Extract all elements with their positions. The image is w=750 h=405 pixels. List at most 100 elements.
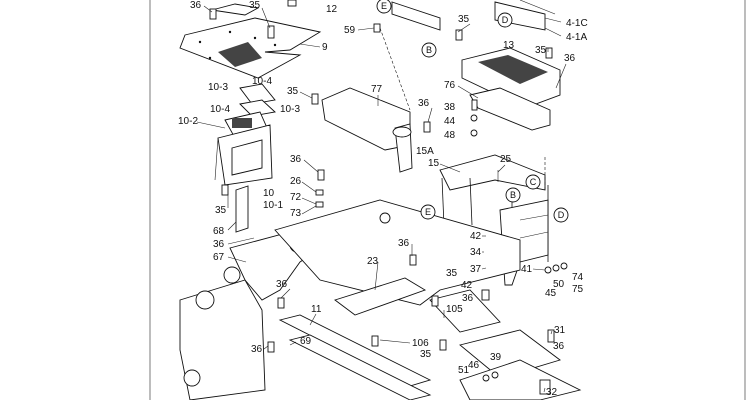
pivot-left xyxy=(223,266,241,284)
part-label: 45 xyxy=(545,288,557,299)
part-label: 106 xyxy=(412,338,429,349)
leader-line xyxy=(457,85,479,99)
cover-10-4 xyxy=(239,83,276,105)
duct-opening xyxy=(392,126,412,138)
part-label: 36 xyxy=(553,341,565,352)
rail-69 xyxy=(288,334,432,401)
svg-text:D: D xyxy=(558,210,565,220)
washer-48 xyxy=(470,129,478,137)
part-label: 10-3 xyxy=(208,82,228,93)
part-label: 37 xyxy=(470,264,482,275)
bolt-36-top xyxy=(209,8,217,20)
callout-circle: E xyxy=(420,204,436,220)
washer-41 xyxy=(544,266,552,274)
leader-line xyxy=(196,121,226,129)
part-label: 12 xyxy=(326,4,338,15)
part-label: 15A xyxy=(416,146,434,157)
clip-26 xyxy=(315,189,324,196)
part-label: 42 xyxy=(461,280,473,291)
chassis-boss-lower xyxy=(183,369,201,387)
leader-line xyxy=(532,268,546,271)
part-label: 35 xyxy=(287,86,299,97)
part-label: 73 xyxy=(290,208,302,219)
part-labels: 36 35 12 9 10-4 10-3 10-4 10-3 10-2 10 1… xyxy=(178,0,588,398)
svg-text:D: D xyxy=(502,15,509,25)
leader-line xyxy=(544,17,562,23)
panel-13-grille xyxy=(478,55,548,84)
part-label: 36 xyxy=(276,279,288,290)
part-label: 4-1C xyxy=(566,18,588,29)
box-edge xyxy=(214,137,219,181)
leader-line xyxy=(227,237,255,245)
bolt-42-lower xyxy=(481,289,490,301)
part-label: 36 xyxy=(418,98,430,109)
leader-line xyxy=(227,256,247,263)
leader-line xyxy=(427,107,433,123)
rail-11 xyxy=(278,314,432,387)
leader-line xyxy=(357,27,375,31)
bolt-36-106 xyxy=(371,335,379,347)
part-label: 32 xyxy=(546,387,558,398)
part-label: 4-1A xyxy=(566,32,587,43)
chassis-boss xyxy=(195,290,215,310)
plate-76 xyxy=(469,87,551,131)
part-label: 36 xyxy=(213,239,225,250)
part-label: 10 xyxy=(263,188,275,199)
washer-50 xyxy=(552,264,560,272)
gasket-10-3 xyxy=(239,99,276,117)
controller-window xyxy=(231,139,263,176)
leader-dashed xyxy=(379,27,411,111)
leader-line xyxy=(374,261,379,291)
part-label: 26 xyxy=(290,176,302,187)
part-label: 76 xyxy=(444,80,456,91)
part-label: 105 xyxy=(446,304,463,315)
part-label: 77 xyxy=(371,84,383,95)
panel-D-top xyxy=(494,1,546,31)
part-label: 36 xyxy=(190,0,202,11)
leader-line xyxy=(289,341,297,346)
bolt-35-center xyxy=(311,93,319,105)
part-label: 39 xyxy=(490,352,502,363)
leader-line xyxy=(497,164,506,173)
bracket-105 xyxy=(429,289,501,333)
floor-plate-assembly xyxy=(179,0,322,79)
main-chassis xyxy=(179,199,582,401)
svg-text:B: B xyxy=(510,190,516,200)
bolt-hole xyxy=(198,40,202,44)
part-label: 36 xyxy=(290,154,302,165)
rod-31 xyxy=(547,329,555,343)
controller-keypad xyxy=(232,118,252,128)
bolt-35-top xyxy=(267,25,275,39)
part-label: 42 xyxy=(470,231,482,242)
part-label: 35 xyxy=(420,349,432,360)
bolt-36-bottom xyxy=(267,341,275,353)
leader-line xyxy=(301,197,317,205)
part-label: 31 xyxy=(554,325,566,336)
leader-line xyxy=(379,339,411,344)
part-label: 23 xyxy=(367,256,379,267)
callout-circle: E xyxy=(376,0,392,14)
part-label: 10-4 xyxy=(210,104,230,115)
bolt-36-lower xyxy=(277,297,285,309)
part-label: 59 xyxy=(344,25,356,36)
part-label: 38 xyxy=(444,102,456,113)
washer-74 xyxy=(560,262,568,270)
leader-line xyxy=(544,27,562,37)
bolt-35-left xyxy=(221,184,229,196)
part-label: 35 xyxy=(446,268,458,279)
deck-hole xyxy=(379,212,391,224)
washer-46 xyxy=(482,374,490,382)
leader-line xyxy=(263,345,269,350)
bracket-68 xyxy=(235,185,249,233)
frame-leg xyxy=(469,177,473,226)
part-label: 35 xyxy=(535,45,547,56)
part-label: 36 xyxy=(564,53,576,64)
part-label: 68 xyxy=(213,226,225,237)
bolt-35-right xyxy=(545,47,553,59)
part-label: 44 xyxy=(444,116,456,127)
part-label: 35 xyxy=(249,0,261,11)
part-label: 69 xyxy=(300,336,312,347)
leader-line xyxy=(481,267,487,270)
part-label: 13 xyxy=(503,40,515,51)
plate-23 xyxy=(334,277,427,316)
